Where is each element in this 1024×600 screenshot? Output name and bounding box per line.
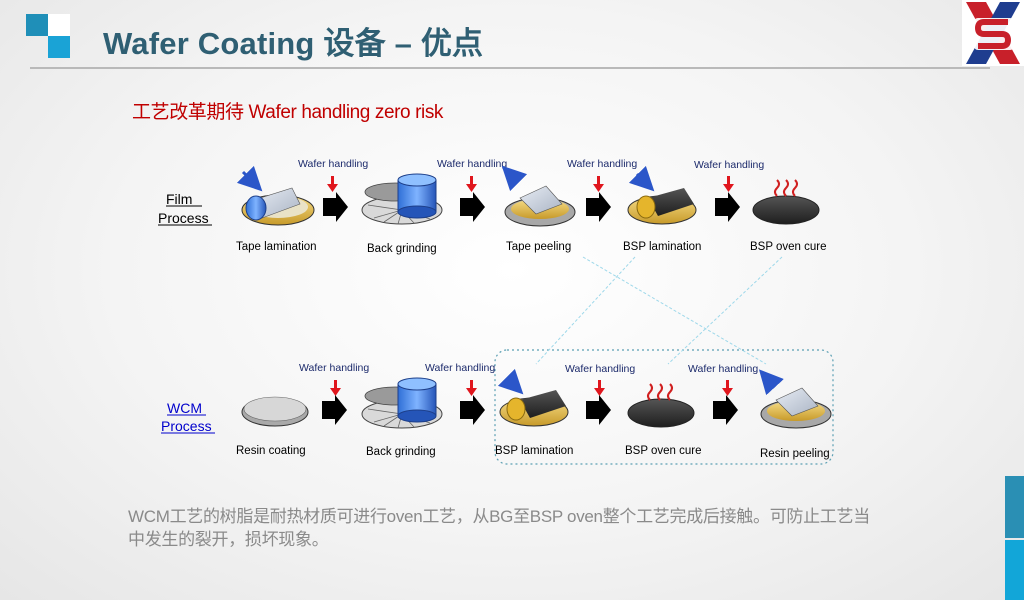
film-step-label: Back grinding (367, 243, 437, 255)
logo-squares-icon (26, 14, 70, 58)
brand-logo-icon (962, 0, 1024, 66)
connector-line (582, 256, 767, 365)
film-handling-label: Wafer handling (567, 158, 637, 170)
film-step-label: BSP lamination (623, 241, 701, 253)
back-grinding-graphic (361, 173, 443, 225)
side-accent-bar (1005, 540, 1024, 600)
footer-note: WCM工艺的树脂是耐热材质可进行oven工艺，从BG至BSP oven整个工艺完… (128, 505, 888, 551)
title-divider (30, 67, 990, 69)
wcm-process-label-2[interactable]: Process (161, 418, 212, 434)
red-down-arrow-icon (330, 380, 733, 396)
film-handling-label: Wafer handling (298, 158, 368, 170)
wcm-step-label: Resin peeling (760, 448, 830, 460)
wcm-step-label: BSP oven cure (625, 445, 702, 457)
wcm-handling-label: Wafer handling (565, 363, 635, 375)
bsp-oven-cure-graphic (752, 179, 820, 225)
film-step-label: Tape peeling (506, 241, 571, 253)
wcm-process-label-1[interactable]: WCM (167, 400, 202, 416)
wcm-handling-label: Wafer handling (299, 362, 369, 374)
wcm-step-label: BSP lamination (495, 445, 573, 457)
tape-peeling-graphic (501, 165, 576, 227)
resin-peeling-graphic (758, 369, 832, 429)
footer-note-line-2: 中发生的裂开，损坏现象。 (128, 530, 329, 549)
page-title: Wafer Coating 设备 – 优点 (103, 26, 484, 61)
bsp-lamination-graphic (497, 368, 569, 427)
connector-line (667, 256, 783, 365)
wcm-step-label: Back grinding (366, 446, 436, 458)
film-step-label: Tape lamination (236, 241, 317, 253)
red-down-arrow-icon (327, 176, 734, 192)
bsp-lamination-graphic (627, 165, 697, 225)
wcm-handling-label: Wafer handling (688, 363, 758, 375)
process-arrow-icon (322, 395, 738, 425)
back-grinding-graphic (361, 377, 443, 429)
side-accent-bar (1005, 476, 1024, 538)
film-handling-label: Wafer handling (694, 159, 764, 171)
film-process-label-2: Process (158, 210, 209, 226)
process-arrow-icon (323, 192, 740, 222)
wcm-step-label: Resin coating (236, 445, 306, 457)
wcm-handling-label: Wafer handling (425, 362, 495, 374)
tape-lamination-graphic (236, 165, 315, 226)
connector-line (535, 256, 636, 365)
footer-note-line-1: WCM工艺的树脂是耐热材质可进行oven工艺，从BG至BSP oven整个工艺完… (128, 507, 870, 526)
resin-coating-graphic (241, 396, 309, 427)
film-step-label: BSP oven cure (750, 241, 827, 253)
film-process-label-1: Film (166, 191, 192, 207)
bsp-oven-cure-graphic (627, 383, 695, 428)
film-handling-label: Wafer handling (437, 158, 507, 170)
wcm-group-box (494, 349, 834, 465)
subtitle: 工艺改革期待 Wafer handling zero risk (132, 102, 444, 123)
